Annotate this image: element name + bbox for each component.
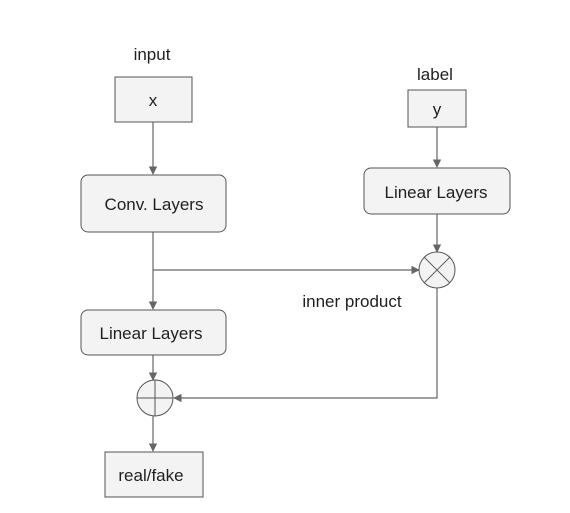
node-linear-layers-left-text: Linear Layers: [99, 324, 202, 343]
multiply-icon: [418, 251, 456, 289]
input-label: input: [134, 45, 171, 64]
node-linear-layers-right-text: Linear Layers: [384, 183, 487, 202]
node-y-text: y: [433, 100, 442, 119]
edge-multiply-to-add: [173, 288, 438, 403]
node-conv-layers-box: [80, 174, 227, 233]
node-linear-layers-right-box: [363, 167, 511, 215]
node-conv-layers-text: Conv. Layers: [105, 195, 204, 214]
node-real-fake-text: real/fake: [118, 466, 183, 485]
node-y: y: [407, 89, 467, 128]
node-linear-layers-left: Linear Layers: [80, 309, 227, 356]
node-conv-layers: Conv. Layers: [80, 174, 227, 233]
label-label: label: [417, 65, 453, 84]
node-linear-layers-right: Linear Layers: [363, 167, 511, 215]
inner-product-label: inner product: [302, 292, 402, 311]
node-real-fake: real/fake: [104, 451, 204, 498]
plus-icon: [136, 379, 174, 417]
node-x: x: [114, 76, 193, 123]
node-x-box: [114, 76, 193, 123]
node-y-box: [407, 89, 467, 128]
node-x-text: x: [149, 91, 158, 110]
node-real-fake-box: [104, 451, 204, 498]
node-linear-layers-left-box: [80, 309, 227, 356]
